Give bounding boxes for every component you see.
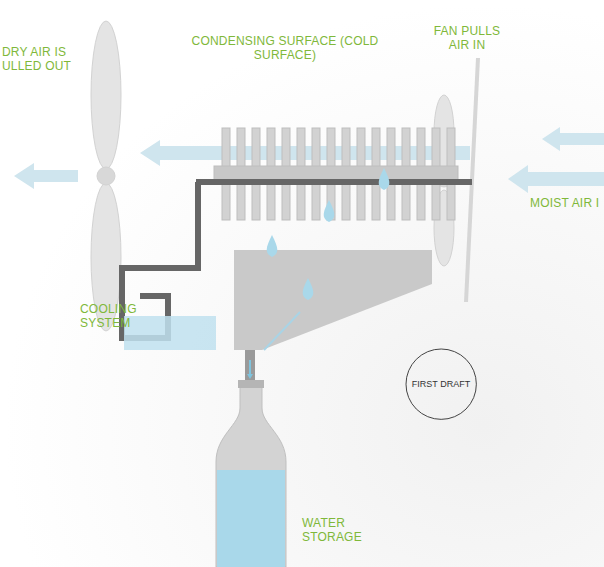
water-bottle bbox=[216, 380, 286, 567]
water-drops bbox=[267, 168, 390, 300]
label: MOIST AIR I bbox=[530, 196, 602, 210]
exhaust-fan bbox=[91, 21, 121, 331]
stamp-text: FIRST DRAFT bbox=[405, 379, 477, 389]
draft-stamp: FIRST DRAFT bbox=[405, 348, 477, 420]
collection-tray bbox=[234, 250, 432, 350]
water-flow bbox=[247, 374, 253, 379]
stamp-outline bbox=[406, 349, 476, 419]
stamp-text-wrap: FIRST DRAFT bbox=[405, 379, 477, 389]
dry-air-arrow bbox=[14, 163, 78, 189]
label: COOLING SYSTEM bbox=[80, 302, 154, 330]
drain-spout bbox=[245, 350, 255, 380]
label: WATER STORAGE bbox=[302, 516, 374, 544]
label: DRY AIR IS ULLED OUT bbox=[2, 45, 74, 73]
moist-air-arrow bbox=[508, 165, 604, 193]
coolant-pipe bbox=[196, 179, 472, 185]
label: CONDENSING SURFACE (COLD SURFACE) bbox=[190, 34, 380, 62]
water-flow bbox=[264, 312, 300, 350]
label: FAN PULLS AIR IN bbox=[428, 24, 506, 52]
cooling-system-box bbox=[124, 316, 216, 350]
moist-air-arrow bbox=[542, 127, 604, 151]
water-flow bbox=[249, 360, 251, 376]
